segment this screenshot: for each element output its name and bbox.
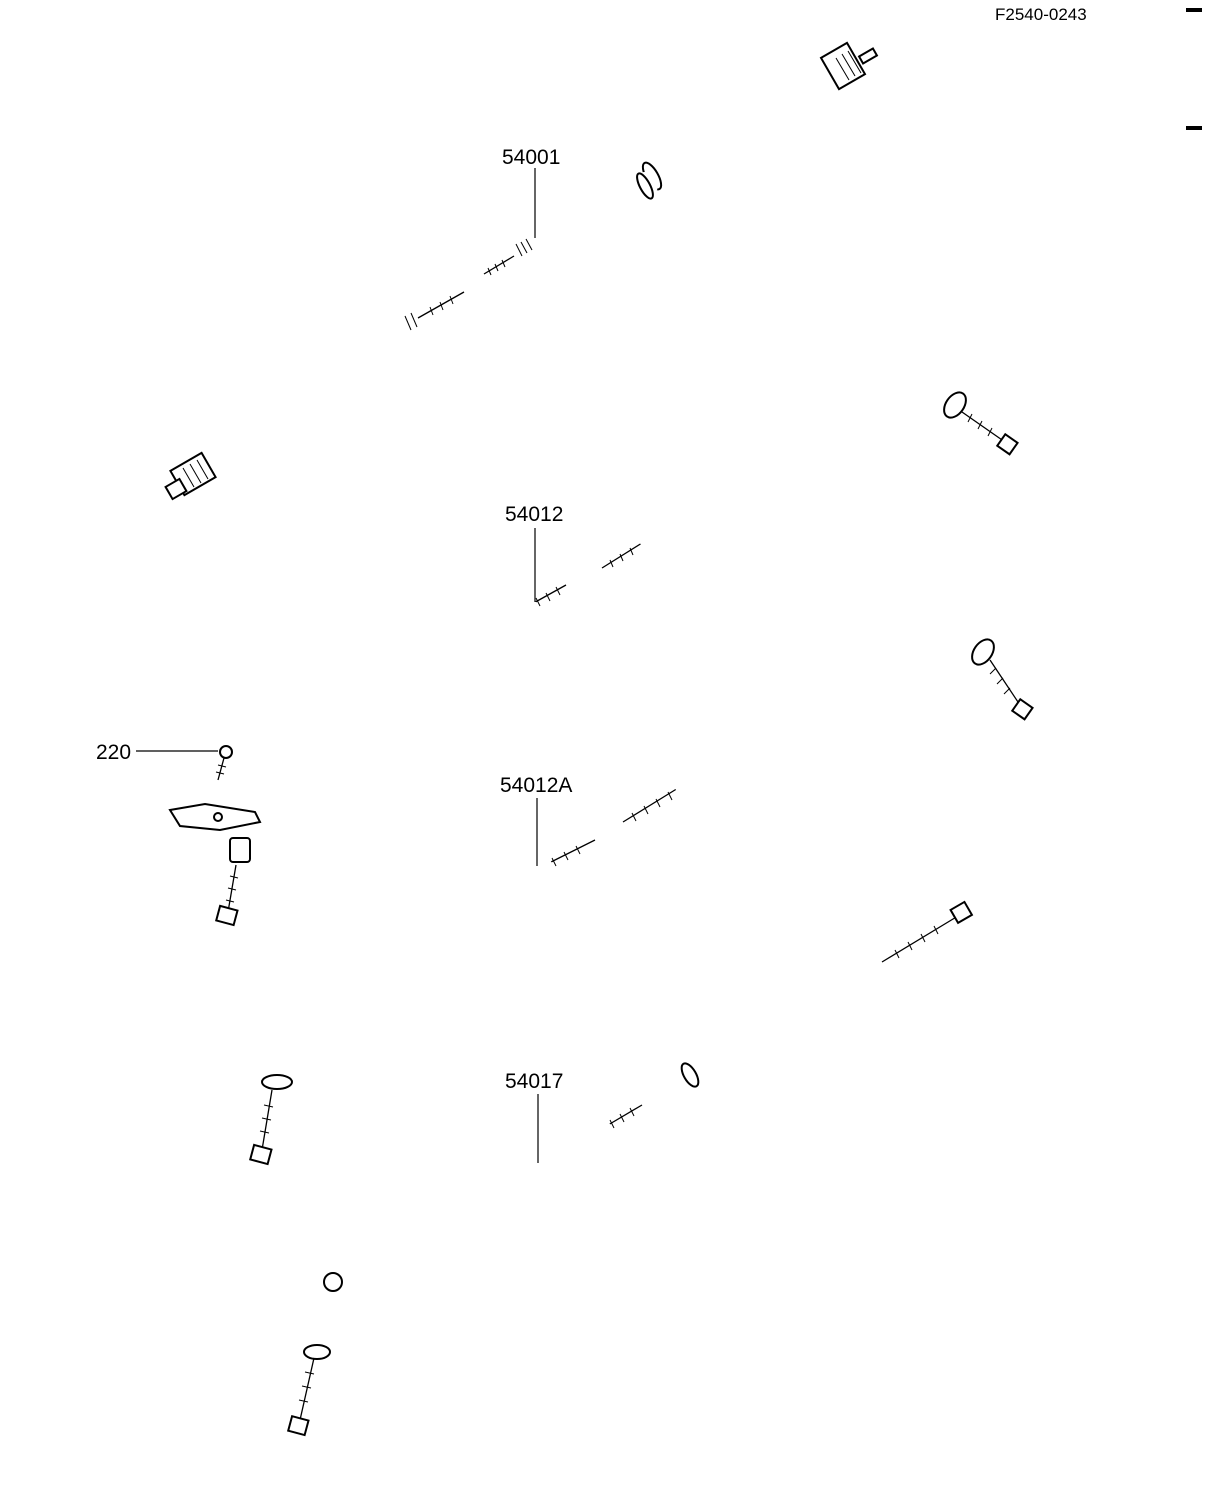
part-number-54017: 54017: [505, 1070, 563, 1093]
speedometer-cable-upper: [636, 41, 879, 191]
choke-cable-54017: 54017: [286, 900, 974, 1437]
diagram-code: F2540-0243: [995, 5, 1087, 24]
speedometer-cable-54001: 54001: [164, 41, 879, 501]
choke-cable-54017-right: [679, 900, 974, 1088]
margin-mark-middle: [1186, 126, 1202, 130]
screw-220: 220: [96, 741, 233, 781]
part-number-54012: 54012: [505, 503, 563, 526]
throttle-cable-54012-left: [168, 584, 567, 927]
throttle-cable-54012A-right: [622, 618, 1034, 823]
throttle-cable-54012A-left: [249, 839, 596, 1166]
part-number-54001: 54001: [502, 146, 560, 169]
speedometer-cable-middle: [483, 172, 658, 276]
speedometer-cable-lower: [164, 291, 465, 501]
part-number-220: 220: [96, 741, 131, 764]
throttle-cable-54012A: 54012A: [249, 618, 1034, 1166]
throttle-cable-54012-right: [601, 374, 1019, 569]
speedometer-nut-bottom: [164, 451, 217, 501]
throttle-bracket: [168, 802, 262, 832]
margin-mark-top: [1186, 8, 1202, 12]
choke-cable-54017-left: [286, 1104, 643, 1437]
speedometer-nut-top: [819, 41, 879, 91]
part-number-54012A: 54012A: [500, 774, 572, 797]
throttle-cable-54012: 54012: [168, 374, 1019, 927]
